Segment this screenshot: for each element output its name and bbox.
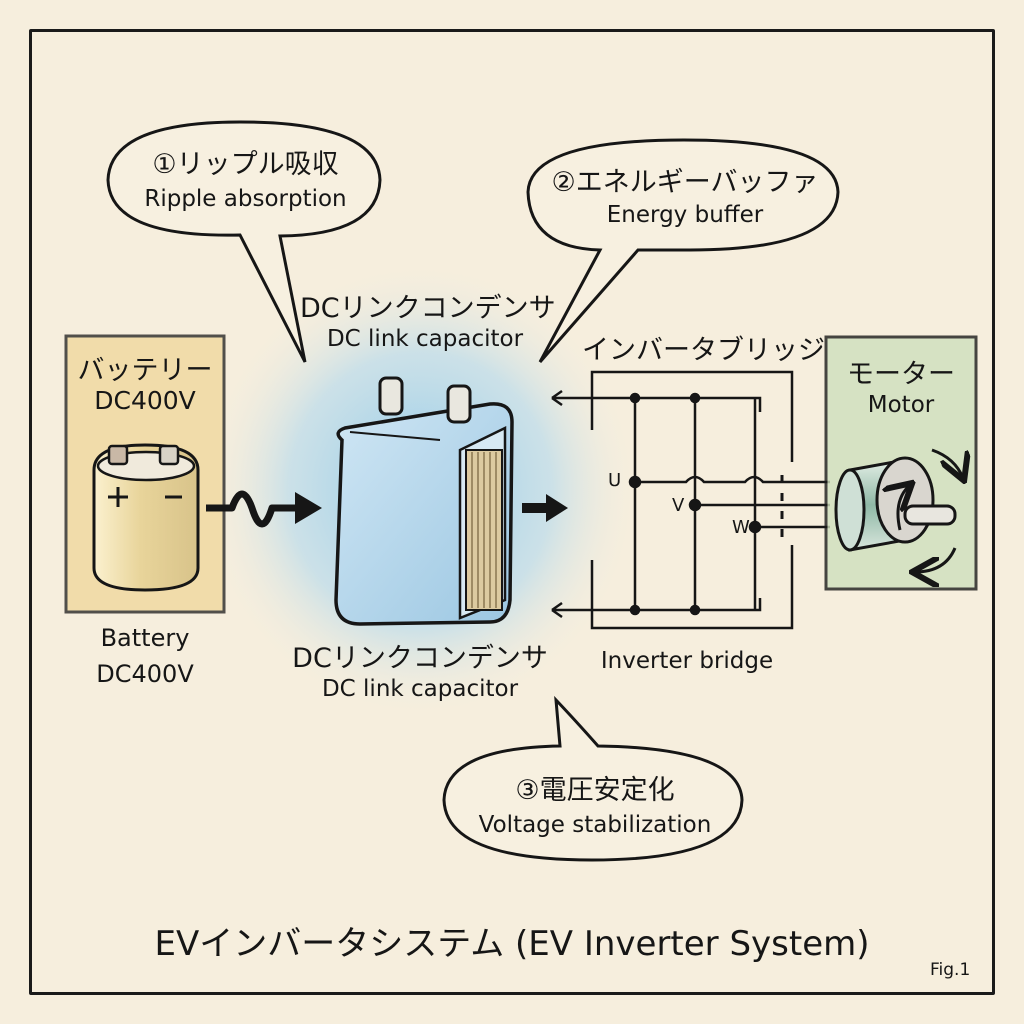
- capacitor-label-ja-bottom: DCリンクコンデンサ: [292, 643, 548, 674]
- callout-3-ja: ③電圧安定化: [515, 775, 675, 806]
- callout-2-en: Energy buffer: [606, 202, 764, 228]
- capacitor-icon: [334, 376, 514, 626]
- dc-arrowhead-icon: [546, 494, 568, 522]
- motor-panel: [824, 335, 978, 591]
- ripple-arrowhead-icon: [295, 492, 322, 524]
- capacitor-label-ja-top: DCリンクコンデンサ: [300, 293, 556, 324]
- figure-label: Fig.1: [930, 960, 971, 980]
- capacitor-label-en-bottom: DC link capacitor: [321, 676, 519, 702]
- callout-1-en: Ripple absorption: [144, 186, 347, 212]
- inverter-bridge: [551, 370, 830, 630]
- battery-voltage-label-en: DC400V: [96, 660, 194, 688]
- battery-label-ja: バッテリー: [77, 355, 213, 386]
- igbt-switches: [628, 392, 762, 616]
- callout-bubble-3: [442, 695, 744, 862]
- callout-bubble-1: [106, 120, 382, 363]
- figure-frame: [29, 29, 995, 995]
- phase-label-u: U: [608, 470, 622, 491]
- callout-1-ja: ①リップル吸収: [152, 149, 339, 180]
- ripple-arrow: [206, 490, 296, 528]
- battery-label-en: Battery: [100, 624, 190, 652]
- inverter-label-ja: インバータブリッジ: [582, 335, 825, 366]
- capacitor-label-en-top: DC link capacitor: [326, 326, 524, 352]
- motor-label-en: Motor: [867, 392, 935, 418]
- motor-icon: [834, 448, 963, 572]
- inverter-label-en: Inverter bridge: [600, 648, 774, 674]
- callout-2-ja: ②エネルギーバッファ: [551, 167, 819, 198]
- phase-label-v: V: [672, 495, 685, 516]
- battery-icon: [92, 443, 200, 592]
- battery-voltage-label: DC400V: [94, 386, 196, 415]
- phase-label-w: W: [732, 517, 750, 538]
- figure-title: EVインバータシステム (EV Inverter System): [154, 924, 870, 964]
- battery-panel: [64, 334, 226, 614]
- callout-3-en: Voltage stabilization: [478, 812, 712, 838]
- callout-bubble-2: [526, 138, 840, 363]
- motor-label-ja: モーター: [847, 359, 955, 390]
